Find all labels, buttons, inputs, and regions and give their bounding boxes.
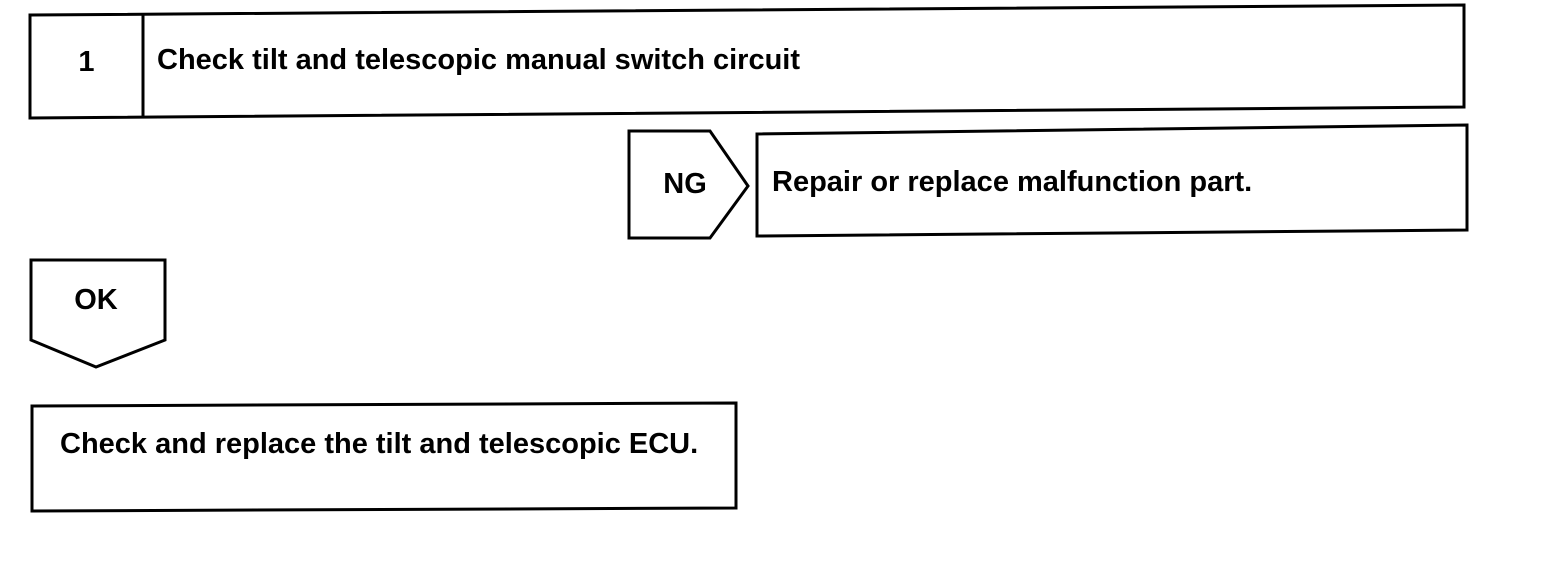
step-box bbox=[28, 3, 1466, 120]
step-number: 1 bbox=[78, 46, 95, 78]
ok-label: OK bbox=[74, 284, 118, 316]
ng-label: NG bbox=[663, 168, 707, 200]
step-box-outline bbox=[28, 3, 1466, 120]
step-title: Check tilt and telescopic manual switch … bbox=[157, 44, 801, 76]
final-action-text: Check and replace the tilt and telescopi… bbox=[60, 428, 699, 460]
ok-arrow-tag bbox=[29, 258, 167, 369]
ng-action-box bbox=[755, 123, 1469, 238]
final-action-box bbox=[30, 401, 738, 513]
ng-action-text: Repair or replace malfunction part. bbox=[772, 166, 1253, 198]
ng-arrow-tag bbox=[627, 129, 750, 240]
